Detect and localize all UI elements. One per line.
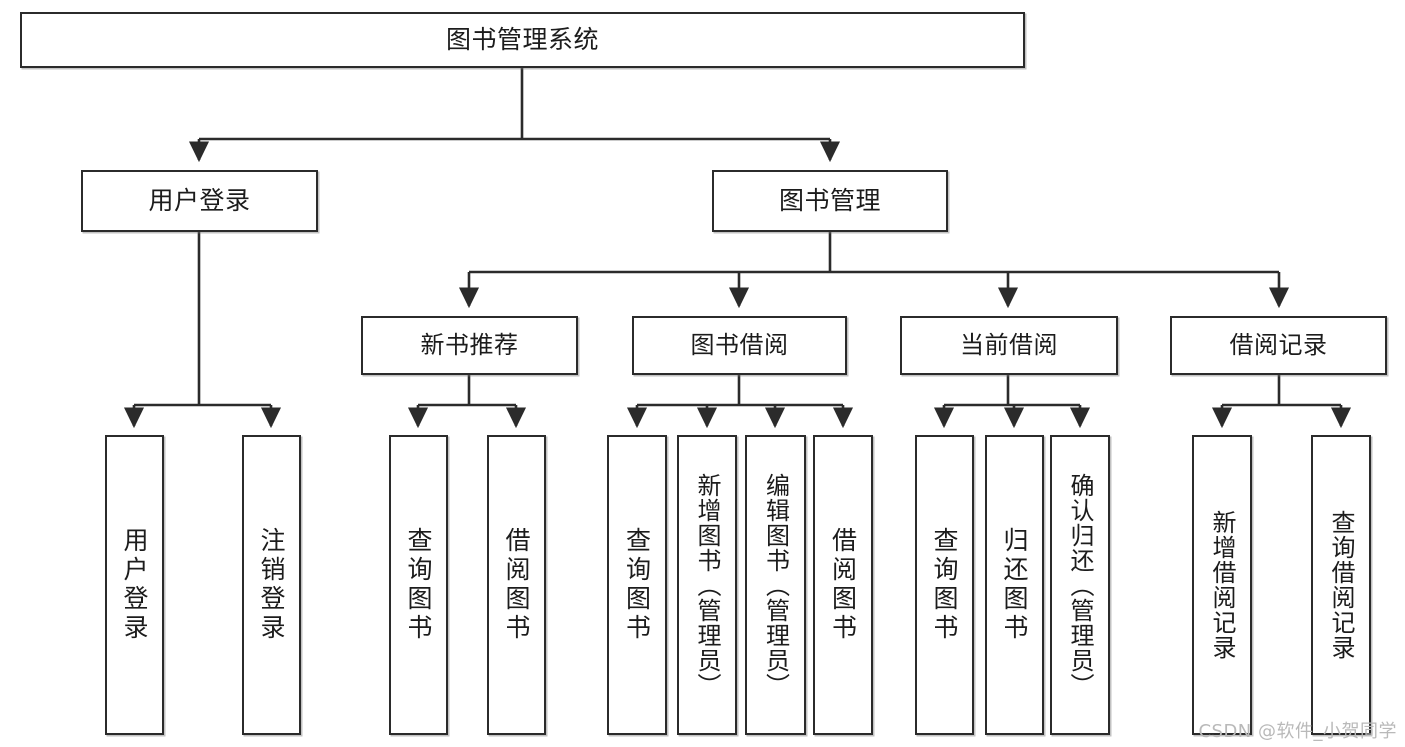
node-root[interactable]: 图书管理系统	[20, 12, 1025, 68]
node-leaf-return-book[interactable]: 归还图书	[985, 435, 1044, 735]
node-leaf-add-record-label: 新增借阅记录	[1208, 510, 1236, 660]
node-leaf-logout[interactable]: 注销登录	[242, 435, 301, 735]
node-book-manage-label: 图书管理	[778, 185, 881, 215]
node-new-book-rec-label: 新书推荐	[420, 330, 519, 359]
node-leaf-borrow-book-1[interactable]: 借阅图书	[487, 435, 546, 735]
node-current-borrow[interactable]: 当前借阅	[900, 316, 1118, 375]
node-root-label: 图书管理系统	[445, 24, 599, 54]
node-leaf-query-book-1[interactable]: 查询图书	[389, 435, 448, 735]
node-book-borrow[interactable]: 图书借阅	[632, 316, 847, 375]
node-leaf-user-login[interactable]: 用户登录	[105, 435, 164, 735]
node-leaf-borrow-book-1-label: 借阅图书	[502, 527, 531, 643]
node-leaf-edit-book-label: 编辑图书（管理员）	[761, 472, 790, 698]
node-leaf-query-book-2-label: 查询图书	[622, 527, 652, 643]
node-borrow-record[interactable]: 借阅记录	[1170, 316, 1387, 375]
node-current-borrow-label: 当前借阅	[960, 330, 1058, 359]
node-leaf-confirm-return-label: 确认归还（管理员）	[1066, 472, 1094, 698]
node-leaf-user-login-label: 用户登录	[120, 527, 149, 643]
node-leaf-query-book-3-label: 查询图书	[930, 527, 959, 643]
node-leaf-return-book-label: 归还图书	[1000, 527, 1029, 643]
node-leaf-query-record-label: 查询借阅记录	[1327, 510, 1355, 660]
node-leaf-edit-book[interactable]: 编辑图书（管理员）	[745, 435, 806, 735]
node-leaf-add-record[interactable]: 新增借阅记录	[1192, 435, 1252, 735]
node-book-manage[interactable]: 图书管理	[712, 170, 948, 232]
node-leaf-add-book-label: 新增图书（管理员）	[693, 472, 721, 698]
node-leaf-query-book-1-label: 查询图书	[404, 527, 433, 643]
node-borrow-record-label: 借阅记录	[1229, 330, 1328, 359]
node-leaf-add-book[interactable]: 新增图书（管理员）	[677, 435, 737, 735]
node-leaf-borrow-book-2-label: 借阅图书	[828, 527, 858, 643]
node-leaf-query-record[interactable]: 查询借阅记录	[1311, 435, 1371, 735]
node-user-login-label: 用户登录	[148, 185, 251, 215]
node-book-borrow-label: 图书借阅	[690, 330, 789, 359]
node-leaf-logout-label: 注销登录	[257, 527, 286, 643]
node-leaf-borrow-book-2[interactable]: 借阅图书	[813, 435, 873, 735]
node-leaf-query-book-2[interactable]: 查询图书	[607, 435, 667, 735]
node-user-login[interactable]: 用户登录	[81, 170, 318, 232]
node-new-book-rec[interactable]: 新书推荐	[361, 316, 578, 375]
node-leaf-confirm-return[interactable]: 确认归还（管理员）	[1050, 435, 1110, 735]
watermark: CSDN @软件_小贺同学	[1198, 721, 1397, 742]
node-leaf-query-book-3[interactable]: 查询图书	[915, 435, 974, 735]
